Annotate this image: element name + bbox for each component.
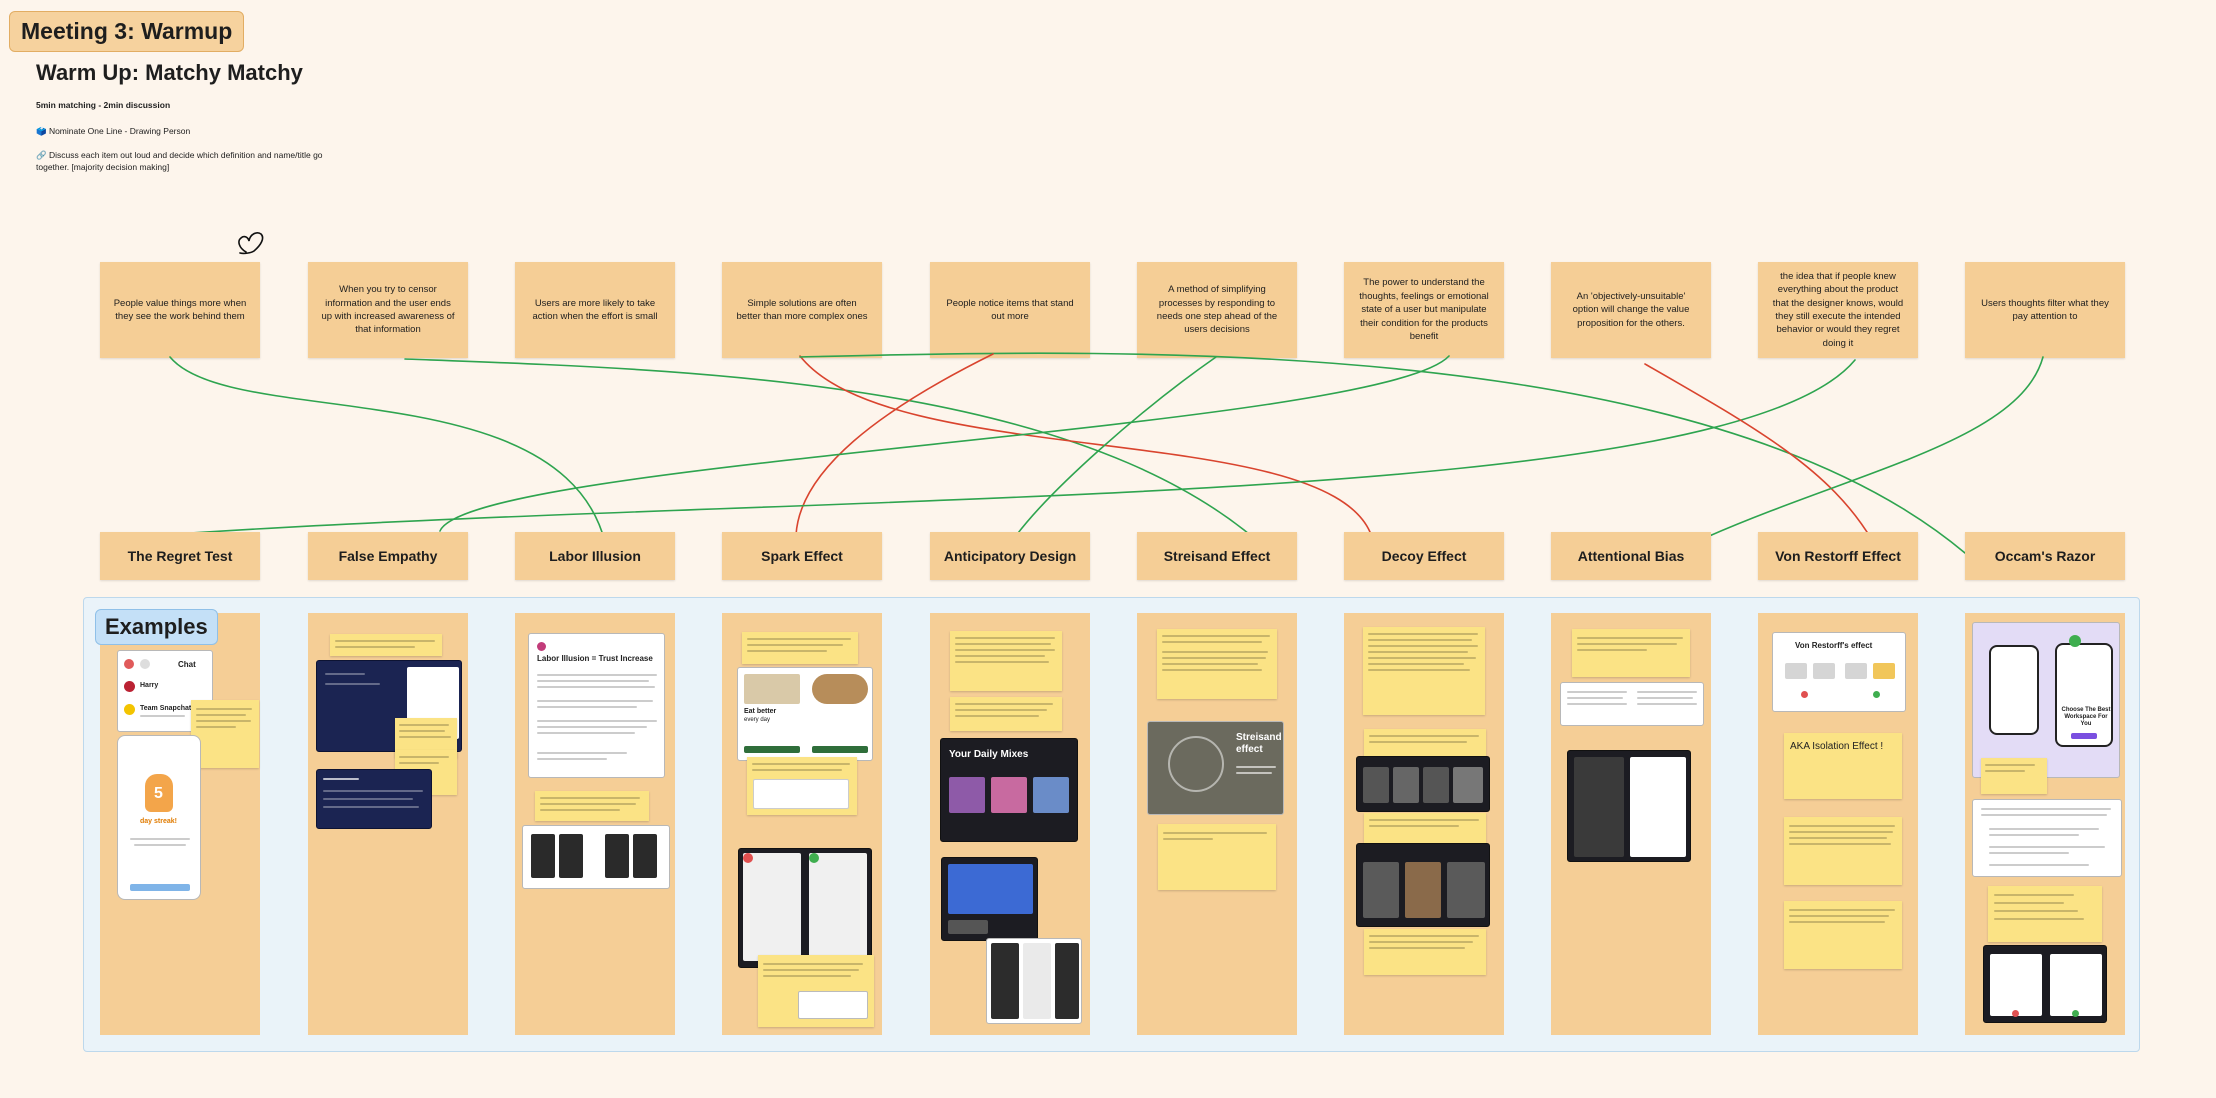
- discussion-instruction: 🔗 Discuss each item out loud and decide …: [36, 149, 323, 172]
- term-sticky[interactable]: Von Restorff Effect: [1758, 532, 1918, 580]
- example-note[interactable]: [1572, 629, 1690, 677]
- contact-name: Team Snapchat: [140, 705, 192, 712]
- example-note[interactable]: [1157, 629, 1277, 699]
- snapchat-chat-screenshot[interactable]: Chat Harry Team Snapchat: [117, 650, 213, 732]
- definition-sticky[interactable]: Users are more likely to take action whe…: [515, 262, 675, 358]
- definition-sticky[interactable]: The power to understand the thoughts, fe…: [1344, 262, 1504, 358]
- example-note[interactable]: [747, 757, 857, 815]
- example-note[interactable]: [1981, 758, 2047, 794]
- term-sticky[interactable]: Occam's Razor: [1965, 532, 2125, 580]
- streaming-plans-screenshot[interactable]: [1356, 756, 1490, 812]
- term-sticky[interactable]: Attentional Bias: [1551, 532, 1711, 580]
- example-note[interactable]: [950, 631, 1062, 691]
- definition-sticky[interactable]: An 'objectively-unsuitable' option will …: [1551, 262, 1711, 358]
- example-note[interactable]: AKA Isolation Effect !: [1784, 733, 1902, 799]
- connector-line-green: [439, 355, 1450, 532]
- definition-sticky[interactable]: Users thoughts filter what they pay atte…: [1965, 262, 2125, 358]
- comparison-screenshot[interactable]: [1983, 945, 2107, 1023]
- definition-sticky[interactable]: People value things more when they see t…: [100, 262, 260, 358]
- activity-timing: 5min matching - 2min discussion: [36, 100, 171, 110]
- daily-mixes-screenshot[interactable]: Your Daily Mixes: [940, 738, 1078, 842]
- example-note[interactable]: [950, 697, 1062, 731]
- term-sticky[interactable]: False Empathy: [308, 532, 468, 580]
- term-sticky[interactable]: Labor Illusion: [515, 532, 675, 580]
- checkout-comparison-screenshot[interactable]: [738, 848, 872, 968]
- connector-line-green: [1644, 363, 1873, 541]
- term-sticky[interactable]: Streisand Effect: [1137, 532, 1297, 580]
- streak-phone-screenshot[interactable]: 5 day streak!: [117, 735, 201, 900]
- connector-line-green: [1706, 356, 2044, 538]
- term-sticky[interactable]: The Regret Test: [100, 532, 260, 580]
- intro-text-block[interactable]: Warm Up: Matchy Matchy 5min matching - 2…: [36, 60, 356, 186]
- example-note[interactable]: [191, 700, 259, 768]
- pricing-tiers-screenshot[interactable]: [1356, 843, 1490, 927]
- connector-line-green: [189, 359, 1856, 534]
- definition-sticky[interactable]: the idea that if people knew everything …: [1758, 262, 1918, 358]
- mobile-app-screenshot[interactable]: [941, 857, 1038, 941]
- example-note[interactable]: [1363, 627, 1485, 715]
- dark-website-screenshot[interactable]: [316, 769, 432, 829]
- contact-name: Harry: [140, 682, 159, 689]
- example-note[interactable]: [1784, 817, 1902, 885]
- isolation-effect-note: AKA Isolation Effect !: [1790, 741, 1884, 752]
- section-title[interactable]: Meeting 3: Warmup: [9, 11, 245, 52]
- example-note[interactable]: [1158, 824, 1276, 890]
- von-restorff-graphic[interactable]: Von Restorff's effect: [1772, 632, 1906, 712]
- streak-caption: day streak!: [140, 818, 177, 825]
- eat-better-subtitle: every day: [744, 717, 771, 723]
- activity-title: Warm Up: Matchy Matchy: [36, 60, 303, 85]
- app-flow-screenshot[interactable]: [986, 938, 1082, 1024]
- example-note[interactable]: [535, 791, 649, 821]
- example-note[interactable]: [1364, 813, 1486, 843]
- example-note[interactable]: [742, 632, 858, 664]
- heart-doodle-icon[interactable]: [236, 230, 270, 256]
- connector-line-green: [169, 356, 606, 543]
- definition-sticky[interactable]: A method of simplifying processes by res…: [1137, 262, 1297, 358]
- workspace-headline: Choose The Best Workspace For You: [2061, 707, 2111, 728]
- daily-mixes-title: Your Daily Mixes: [949, 749, 1029, 760]
- definition-sticky[interactable]: Simple solutions are often better than m…: [722, 262, 882, 358]
- term-sticky[interactable]: Decoy Effect: [1344, 532, 1504, 580]
- connector-line-green: [799, 352, 1966, 554]
- eat-better-title: Eat better: [744, 708, 777, 715]
- document-screenshot[interactable]: [1560, 682, 1704, 726]
- example-note[interactable]: [758, 955, 874, 1027]
- workspace-app-graphic[interactable]: Choose The Best Workspace For You: [1972, 622, 2120, 778]
- example-note[interactable]: [1988, 886, 2102, 942]
- example-note[interactable]: [330, 634, 442, 656]
- connector-line-green: [1014, 356, 1217, 538]
- streisand-photo-caption: Streisand effect: [1236, 732, 1282, 755]
- streisand-effect-photo[interactable]: Streisand effect: [1147, 721, 1284, 815]
- streak-number: 5: [154, 785, 163, 802]
- example-note[interactable]: [1784, 901, 1902, 969]
- article-heading: Labor Illusion = Trust Increase: [537, 654, 653, 663]
- app-flow-screenshot[interactable]: [522, 825, 670, 889]
- nominate-instruction: 🗳️ Nominate One Line - Drawing Person: [36, 126, 191, 136]
- term-sticky[interactable]: Anticipatory Design: [930, 532, 1090, 580]
- example-note[interactable]: [1364, 929, 1486, 975]
- definition-sticky[interactable]: People notice items that stand out more: [930, 262, 1090, 358]
- chat-title: Chat: [178, 660, 196, 669]
- definition-sticky[interactable]: When you try to censor information and t…: [308, 262, 468, 358]
- connector-line-green: [795, 353, 994, 536]
- von-restorff-heading: Von Restorff's effect: [1795, 641, 1873, 650]
- example-note[interactable]: [1364, 729, 1486, 759]
- labor-illusion-article-card[interactable]: Labor Illusion = Trust Increase: [528, 633, 665, 778]
- settings-modal-screenshot[interactable]: [1567, 750, 1691, 862]
- term-sticky[interactable]: Spark Effect: [722, 532, 882, 580]
- connector-line-green: [799, 355, 1371, 533]
- examples-title[interactable]: Examples: [95, 609, 218, 645]
- document-screenshot[interactable]: [1972, 799, 2122, 877]
- eat-better-app-screenshot[interactable]: Eat better every day: [737, 667, 873, 761]
